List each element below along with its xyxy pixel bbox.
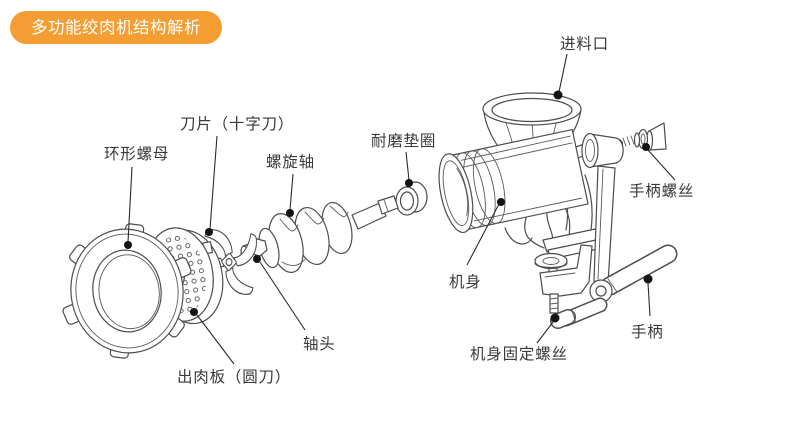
label-body-fixing-screw: 机身固定螺丝 [470, 345, 568, 363]
label-ring-nut: 环形螺母 [104, 145, 169, 163]
leader-dot [643, 274, 653, 284]
label-washer: 耐磨垫圈 [371, 132, 436, 150]
leader-dot [286, 209, 294, 217]
grinder-body-drawing [438, 128, 589, 234]
label-blade: 刀片（十字刀） [180, 115, 294, 133]
label-shaft-head: 轴头 [303, 335, 336, 353]
label-inlet: 进料口 [560, 35, 609, 53]
leader-dot [642, 143, 650, 151]
leader-dot [205, 228, 213, 236]
label-spiral-shaft: 螺旋轴 [266, 153, 315, 171]
label-outlet-plate: 出肉板（圆刀） [177, 368, 291, 386]
leader-dot [190, 308, 198, 316]
leader-dot [550, 313, 560, 323]
ring-nut-drawing [62, 223, 192, 359]
crank-handle-drawing [581, 122, 678, 303]
label-handle-screw: 手柄螺丝 [629, 182, 694, 200]
auger-drawing [240, 195, 399, 273]
leader-dot [124, 241, 132, 249]
leader-dot [253, 255, 261, 263]
washer-drawing [395, 181, 428, 216]
leader-dot [497, 198, 505, 206]
leader-lines [124, 53, 676, 365]
clamp-drawing [534, 244, 608, 329]
title-badge: 多功能绞肉机结构解析 [10, 11, 222, 44]
leader-dot [405, 179, 413, 187]
leader-dot [553, 90, 563, 100]
label-body: 机身 [449, 273, 482, 291]
label-handle: 手柄 [631, 323, 664, 341]
part-labels: 环形螺母 刀片（十字刀） 螺旋轴 耐磨垫圈 进料口 手柄螺丝 机身 轴头 出肉板… [104, 35, 694, 386]
